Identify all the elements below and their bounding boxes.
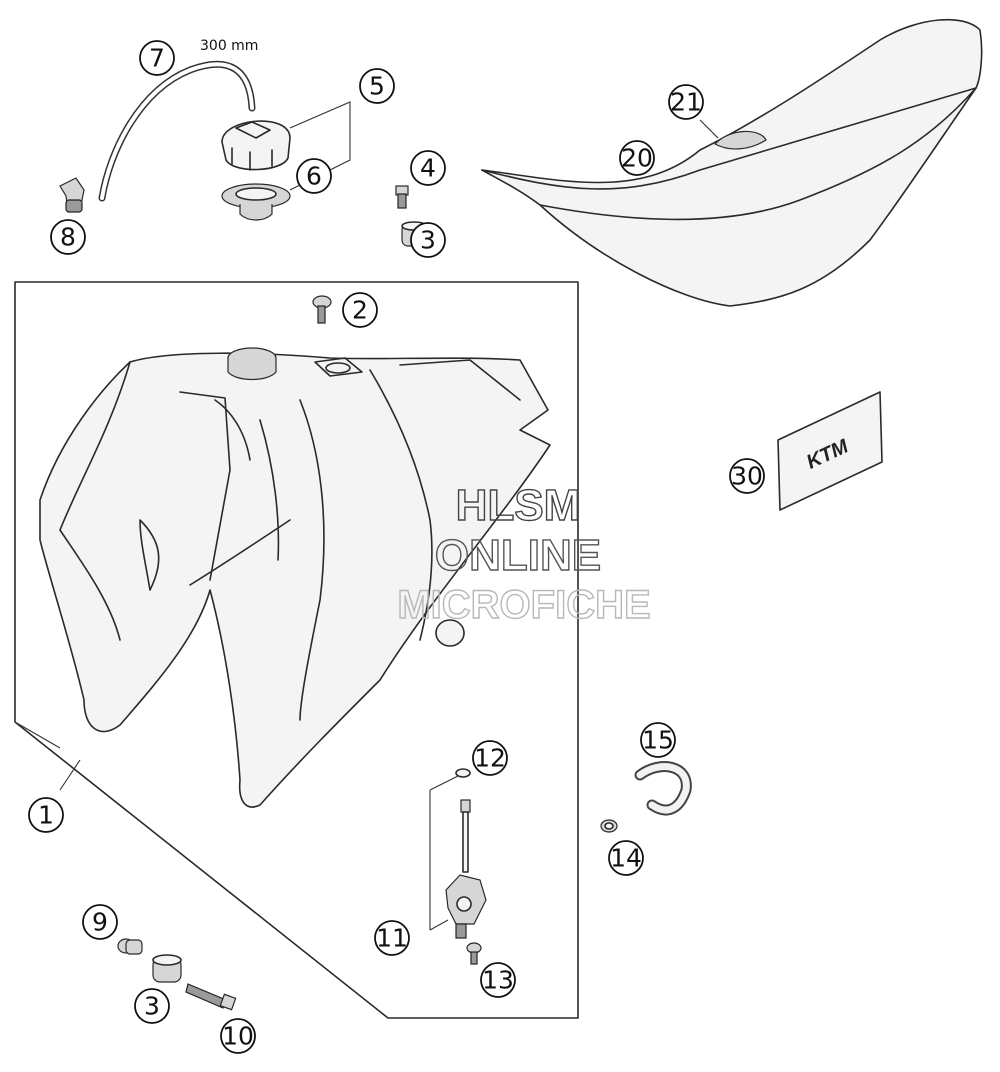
svg-text:MICROFICHE: MICROFICHE [397, 583, 650, 627]
callout-3-upper: 3 [410, 222, 446, 258]
cap-gasket [221, 183, 291, 221]
tank-assembly-frame [14, 281, 579, 1019]
ktm-decal: KTM [777, 391, 883, 511]
collar-bushing [117, 938, 143, 955]
seat-bolt [395, 185, 409, 209]
tank-screw [312, 295, 332, 324]
seat [481, 18, 983, 307]
svg-text:30: 30 [731, 462, 763, 491]
svg-text:13: 13 [482, 966, 514, 995]
svg-text:20: 20 [621, 144, 653, 173]
svg-text:14: 14 [610, 844, 642, 873]
callout-2: 2 [342, 292, 378, 328]
mounting-bolt [185, 983, 237, 1011]
svg-text:ONLINE: ONLINE [435, 531, 601, 580]
callout-10: 10 [220, 1018, 256, 1054]
svg-text:8: 8 [60, 223, 76, 252]
callout-12: 12 [472, 740, 508, 776]
hose-clamp [600, 819, 618, 833]
callout-4: 4 [410, 150, 446, 186]
callout-21: 21 [668, 84, 704, 120]
hose-length-note: 300 mm [200, 38, 258, 54]
fuel-tap [445, 799, 487, 939]
svg-text:HLSM: HLSM [456, 481, 581, 530]
seat-cover-detail [714, 130, 767, 150]
fuel-tank [39, 347, 551, 808]
callout-3-lower: 3 [134, 988, 170, 1024]
svg-text:7: 7 [149, 44, 165, 73]
watermark: HLSM ONLINE MICROFICHE [397, 480, 652, 627]
callout-1: 1 [28, 797, 64, 833]
callout-9: 9 [82, 904, 118, 940]
callout-20: 20 [619, 140, 655, 176]
svg-text:11: 11 [376, 924, 408, 953]
svg-text:9: 9 [92, 908, 108, 937]
svg-text:1: 1 [38, 801, 54, 830]
tap-screw [466, 942, 482, 965]
svg-text:6: 6 [306, 162, 322, 191]
svg-text:4: 4 [420, 154, 436, 183]
callout-30: 30 [729, 458, 765, 494]
callout-14: 14 [608, 840, 644, 876]
callout-6: 6 [296, 158, 332, 194]
callout-7: 7 [139, 40, 175, 76]
callout-11: 11 [374, 920, 410, 956]
filler-cap [221, 120, 291, 171]
bushing-lower [152, 954, 182, 983]
svg-text:3: 3 [144, 992, 160, 1021]
svg-text:12: 12 [474, 744, 506, 773]
svg-text:15: 15 [642, 726, 674, 755]
callout-15: 15 [640, 722, 676, 758]
svg-text:3: 3 [420, 226, 436, 255]
svg-text:2: 2 [352, 296, 368, 325]
elbow-fitting [59, 177, 85, 213]
svg-text:21: 21 [670, 88, 702, 117]
callout-8: 8 [50, 219, 86, 255]
callout-13: 13 [480, 962, 516, 998]
svg-text:5: 5 [369, 72, 385, 101]
o-ring [455, 768, 471, 778]
svg-text:10: 10 [222, 1022, 254, 1051]
callout-5: 5 [359, 68, 395, 104]
